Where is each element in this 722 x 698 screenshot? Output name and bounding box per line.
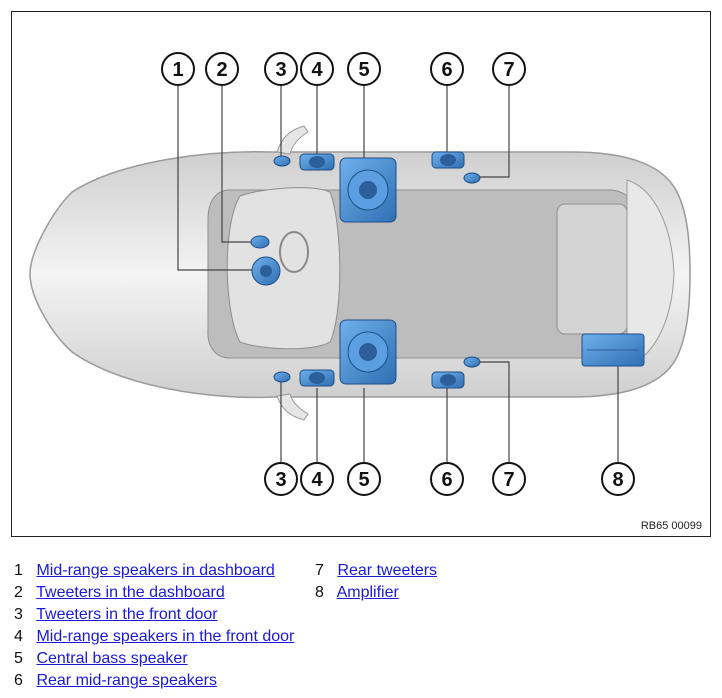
central-bass-speaker-right	[339, 319, 397, 385]
mid-range-front-door-top	[299, 153, 335, 171]
legend-number: 4	[14, 628, 23, 645]
svg-text:4: 4	[311, 59, 323, 81]
legend-number: 1	[14, 562, 23, 579]
tweeter-front-door-bottom	[273, 371, 291, 383]
legend-link-rear-tweeters[interactable]: Rear tweeters	[337, 562, 438, 579]
car-body	[29, 125, 691, 421]
legend-number: 8	[315, 584, 324, 601]
svg-text:8: 8	[612, 469, 623, 491]
legend-number: 2	[14, 584, 23, 601]
legend-link-rear-mid-range[interactable]: Rear mid-range speakers	[36, 672, 217, 689]
mid-range-front-door-bottom	[299, 369, 335, 387]
central-bass-speaker-left	[339, 157, 397, 223]
speaker-layout-figure: 1 2 3 4 5 6 7 3 4 5 6	[11, 11, 711, 537]
callout-6-bottom: 6	[430, 462, 464, 496]
callouts-bottom: 3 4 5 6 7 8	[264, 462, 635, 496]
speakers	[250, 151, 645, 389]
legend-item-6: 6 Rear mid-range speakers	[14, 670, 217, 692]
svg-text:5: 5	[358, 59, 369, 81]
callout-8-bottom: 8	[601, 462, 635, 496]
legend-item-4: 4 Mid-range speakers in the front door	[14, 626, 294, 648]
svg-text:7: 7	[503, 469, 514, 491]
callout-4-bottom: 4	[300, 462, 334, 496]
callout-6-top: 6	[430, 52, 464, 86]
callout-7-top: 7	[492, 52, 526, 86]
rear-mid-range-speaker-bottom	[431, 371, 465, 389]
svg-text:7: 7	[503, 59, 514, 81]
callout-4-top: 4	[300, 52, 334, 86]
svg-text:6: 6	[441, 59, 452, 81]
legend-item-2: 2 Tweeters in the dashboard	[14, 582, 225, 604]
legend-item-3: 3 Tweeters in the front door	[14, 604, 218, 626]
rear-tweeter-bottom	[463, 356, 481, 368]
rear-tweeter-top	[463, 172, 481, 184]
callout-1-top: 1	[161, 52, 195, 86]
svg-text:3: 3	[275, 469, 286, 491]
svg-text:6: 6	[441, 469, 452, 491]
callout-5-bottom: 5	[347, 462, 381, 496]
svg-text:1: 1	[172, 59, 183, 81]
legend-item-8: 8 Amplifier	[315, 582, 399, 604]
legend-link-tweeters-dashboard[interactable]: Tweeters in the dashboard	[36, 584, 225, 601]
tweeter-dashboard	[250, 235, 270, 249]
legend-item-1: 1 Mid-range speakers in dashboard	[14, 560, 275, 582]
tweeter-front-door-top	[273, 155, 291, 167]
legend-item-7: 7 Rear tweeters	[315, 560, 437, 582]
legend-number: 6	[14, 672, 23, 689]
legend-item-5: 5 Central bass speaker	[14, 648, 188, 670]
callouts-top: 1 2 3 4 5 6 7	[161, 52, 526, 86]
svg-text:5: 5	[358, 469, 369, 491]
legend-link-mid-range-front-door[interactable]: Mid-range speakers in the front door	[36, 628, 295, 645]
legend-link-amplifier[interactable]: Amplifier	[336, 584, 399, 601]
figure-reference-code: RB65 00099	[640, 520, 702, 532]
amplifier	[581, 333, 645, 367]
callout-7-bottom: 7	[492, 462, 526, 496]
legend-link-tweeters-front-door[interactable]: Tweeters in the front door	[36, 606, 218, 623]
legend-link-mid-range-dashboard[interactable]: Mid-range speakers in dashboard	[36, 562, 275, 579]
mid-range-dashboard-speaker	[251, 256, 281, 286]
legend-number: 3	[14, 606, 23, 623]
legend-number: 5	[14, 650, 23, 667]
callout-2-top: 2	[205, 52, 239, 86]
leader-lines	[177, 86, 619, 463]
callout-5-top: 5	[347, 52, 381, 86]
callout-3-bottom: 3	[264, 462, 298, 496]
rear-mid-range-speaker-top	[431, 151, 465, 169]
callout-3-top: 3	[264, 52, 298, 86]
svg-text:3: 3	[275, 59, 286, 81]
svg-text:4: 4	[311, 469, 323, 491]
legend-number: 7	[315, 562, 324, 579]
car-diagram: 1 2 3 4 5 6 7 3 4 5 6	[29, 52, 691, 496]
legend-link-central-bass[interactable]: Central bass speaker	[36, 650, 188, 667]
svg-text:2: 2	[216, 59, 227, 81]
